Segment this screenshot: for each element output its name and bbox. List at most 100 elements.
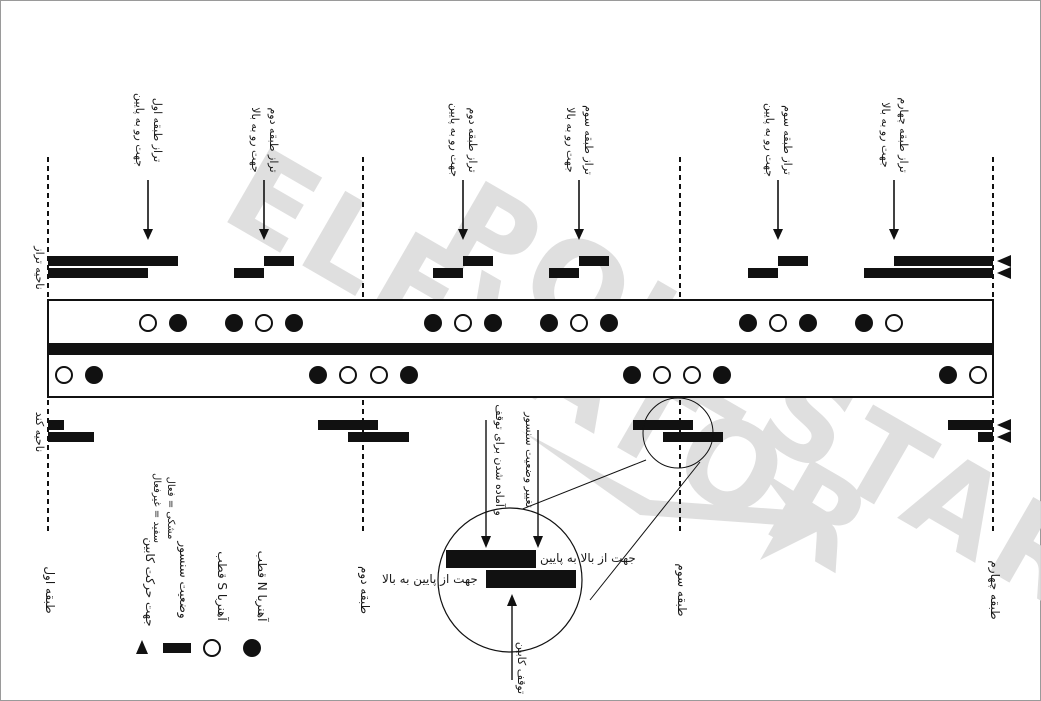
magnet-n bbox=[623, 366, 641, 384]
legend-text-sensor: وضعیت سنسور bbox=[176, 540, 191, 618]
slowdown-zone-label: ناحیه کند bbox=[33, 412, 46, 452]
sensor-bar bbox=[633, 420, 693, 430]
magnet-s bbox=[683, 366, 701, 384]
magnet-s bbox=[769, 314, 787, 332]
magnet-s bbox=[55, 366, 73, 384]
magnets-top-row bbox=[139, 314, 903, 332]
sensor-bar bbox=[318, 420, 378, 430]
annotation-line1: تراز طبقه دوم bbox=[466, 107, 479, 172]
annotation-line1: تراز طبقه اول bbox=[151, 98, 164, 162]
annotation-line1: تراز طبقه چهارم bbox=[897, 97, 910, 172]
arrow-down-icon bbox=[481, 536, 491, 548]
magnets-bottom-row bbox=[55, 366, 987, 384]
zoom-source-circle bbox=[642, 397, 714, 469]
legend: قطب N آهنربا قطب S آهنربا وضعیت سنسور مش… bbox=[136, 473, 270, 657]
magnet-s bbox=[370, 366, 388, 384]
tape-center-bar bbox=[48, 343, 993, 355]
sensor-bar bbox=[48, 256, 178, 266]
floor-label-2: طبقه دوم bbox=[357, 566, 372, 614]
direction-triangle-icon bbox=[997, 431, 1011, 443]
annotation-line1: تراز طبقه دوم bbox=[267, 107, 280, 172]
floor-label-4: طبقه چهارم bbox=[987, 560, 1002, 619]
annotation-line2: جهت رو به بالا bbox=[249, 107, 262, 172]
magnet-n bbox=[713, 366, 731, 384]
legend-bar-icon bbox=[163, 643, 191, 653]
annotation-line1: تراز طبقه سوم bbox=[582, 105, 595, 175]
zoom-sensor-bar-down-up bbox=[486, 570, 576, 588]
sensor-bar bbox=[663, 432, 723, 442]
legend-sub-inactive: سفید = غیرفعال bbox=[151, 473, 162, 543]
legend-sub-active: مشکی = فعال bbox=[165, 477, 176, 540]
floor-label-1: طبقه اول bbox=[42, 566, 57, 613]
annotation-line2: جهت رو به بالا bbox=[879, 102, 892, 167]
magnet-s bbox=[885, 314, 903, 332]
annotation-line2: جهت رو به پایین bbox=[133, 93, 146, 167]
magnet-n bbox=[400, 366, 418, 384]
arrow-down-icon bbox=[533, 536, 543, 548]
sensor-bar bbox=[463, 256, 493, 266]
magnet-s bbox=[454, 314, 472, 332]
annotation-line2: جهت رو به پایین bbox=[448, 103, 461, 177]
magnet-n bbox=[169, 314, 187, 332]
legend-text-n: قطب N آهنربا bbox=[254, 551, 270, 623]
magnet-n bbox=[484, 314, 502, 332]
magnet-s bbox=[255, 314, 273, 332]
magnet-n bbox=[424, 314, 442, 332]
leveling-zone-label: ناحیه تراز bbox=[33, 245, 46, 289]
arrow-down-icon bbox=[259, 229, 269, 240]
magnet-n bbox=[225, 314, 243, 332]
magnet-n bbox=[309, 366, 327, 384]
arrow-down-icon bbox=[574, 229, 584, 240]
sensor-bars-bottom bbox=[48, 419, 1011, 443]
annotation-arrows bbox=[143, 180, 899, 240]
magnet-s bbox=[339, 366, 357, 384]
magnet-tape bbox=[47, 299, 994, 398]
arrow-down-icon bbox=[889, 229, 899, 240]
sensor-bar bbox=[894, 256, 993, 266]
arrow-up-icon bbox=[507, 594, 517, 606]
zoom-label-sensor-line1: تغییر وضعیت سنسور bbox=[523, 411, 536, 508]
legend-filled-circle-icon bbox=[243, 639, 261, 657]
sensor-bar bbox=[433, 268, 463, 278]
legend-triangle-icon bbox=[136, 640, 148, 654]
direction-triangle-icon bbox=[997, 255, 1011, 267]
arrow-down-icon bbox=[773, 229, 783, 240]
sensor-bar bbox=[864, 268, 993, 278]
sensor-bar bbox=[348, 432, 409, 442]
legend-text-direction: جهت حرکت کابین bbox=[142, 537, 157, 626]
sensor-bar bbox=[48, 432, 94, 442]
arrow-down-icon bbox=[143, 229, 153, 240]
sensor-bar bbox=[549, 268, 579, 278]
zoom-label-down-up: جهت از پایین به بالا bbox=[382, 572, 478, 587]
floor-label-3: طبقه سوم bbox=[674, 563, 689, 616]
sensor-bar bbox=[778, 256, 808, 266]
annotation-line2: جهت رو به بالا bbox=[564, 107, 577, 172]
sensor-bars-top bbox=[48, 255, 1011, 279]
magnet-s bbox=[139, 314, 157, 332]
magnet-n bbox=[855, 314, 873, 332]
annotation-line1: تراز طبقه سوم bbox=[781, 105, 794, 175]
magnet-s bbox=[653, 366, 671, 384]
sensor-bar bbox=[748, 268, 778, 278]
legend-text-s: قطب S آهنربا bbox=[214, 551, 230, 621]
zoom-sensor-bar-up-down bbox=[446, 550, 536, 568]
legend-hollow-circle-icon bbox=[203, 639, 221, 657]
sensor-bar bbox=[234, 268, 264, 278]
magnet-n bbox=[799, 314, 817, 332]
arrow-down-icon bbox=[458, 229, 468, 240]
magnet-n bbox=[540, 314, 558, 332]
direction-triangle-icon bbox=[997, 419, 1011, 431]
annotation-texts: تراز طبقه اول جهت رو به پایین تراز طبقه … bbox=[133, 93, 910, 177]
magnet-s bbox=[969, 366, 987, 384]
sensor-bar bbox=[48, 268, 148, 278]
magnet-n bbox=[600, 314, 618, 332]
sensor-bar bbox=[978, 432, 993, 442]
annotation-line2: جهت رو به پایین bbox=[763, 103, 776, 177]
zoom-callout: جهت از بالا به پایین جهت از پایین به بال… bbox=[382, 397, 714, 694]
sensor-bar bbox=[264, 256, 294, 266]
direction-triangle-icon bbox=[997, 267, 1011, 279]
sensor-bar bbox=[948, 420, 993, 430]
magnet-n bbox=[939, 366, 957, 384]
